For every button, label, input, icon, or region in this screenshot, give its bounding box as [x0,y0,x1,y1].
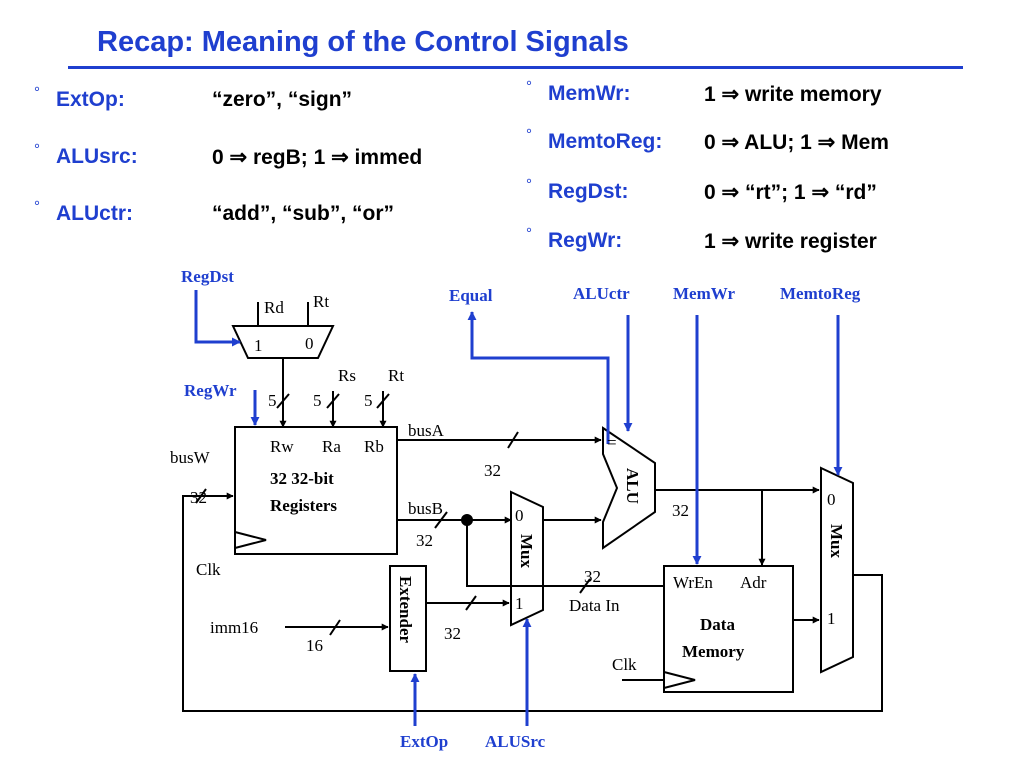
mem-adr: Adr [740,573,767,592]
busb-width: 32 [416,531,433,550]
wbmux-sel1: 1 [827,609,836,628]
bullet-name: RegDst: [548,180,629,203]
mem-clk: Clk [612,655,637,674]
mem-clk-triangle [663,671,696,689]
regdst-label: RegDst [181,267,234,286]
alu-label: ALU [623,468,642,504]
width-ra: 5 [313,391,322,410]
mem-wren: WrEn [673,573,713,592]
title-underline [68,66,963,69]
bullet-value: 1 ⇒ write memory [704,83,882,106]
regfile-line1: 32 32-bit [270,469,334,488]
equal-label: Equal [449,286,493,305]
memtoreg-label: MemtoReg [780,284,861,303]
mem-datain: Data In [569,596,620,615]
extender-box [389,565,427,672]
bullet-marker: ° [526,78,532,95]
alu-equal-sign: = [607,433,617,452]
bullet-name: ALUsrc: [56,145,138,168]
writeback-loop [182,492,883,712]
ext-out-width: 32 [444,624,461,643]
bullet-name: RegWr: [548,229,623,252]
regdst-mux [231,325,335,359]
busb-label: busB [408,499,443,518]
busw-label: busW [170,448,211,467]
regfile-line2: Registers [270,496,337,515]
alumux-sel1: 1 [515,594,524,613]
bullet-value: 1 ⇒ write register [704,230,877,253]
bullet-marker: ° [34,84,40,101]
bullet-marker: ° [34,141,40,158]
mem-line1: Data [700,615,735,634]
alusrc-mux [510,490,544,627]
bullet-name: ALUctr: [56,202,133,225]
rt-field-label: Rt [388,366,404,385]
regdst-mux-sel1: 1 [254,336,263,355]
equal-line [467,311,610,444]
wbmux-sel0: 0 [827,490,836,509]
busb-to-datain [466,520,664,587]
port-ra: Ra [322,437,341,456]
data-memory-box [663,565,794,693]
regwr-label: RegWr [184,381,237,400]
regdst-mux-sel0: 0 [305,334,314,353]
width-rw: 5 [268,391,277,410]
port-rb: Rb [364,437,384,456]
regfile-clk: Clk [196,560,221,579]
port-rw: Rw [270,437,294,456]
bullet-name: MemtoReg: [548,130,663,153]
busa-width: 32 [484,461,501,480]
wb-mux [820,466,854,674]
imm16-label: imm16 [210,618,258,637]
bullet-marker: ° [526,126,532,143]
alusrc-label: ALUSrc [485,732,546,751]
datain-width: 32 [584,567,601,586]
alumux-label: Mux [517,534,536,569]
busa-label: busA [408,421,445,440]
alu-out-width: 32 [672,501,689,520]
bullet-marker: ° [526,176,532,193]
extop-label: ExtOp [400,732,448,751]
page-title: Recap: Meaning of the Control Signals [97,26,629,58]
busw-width: 32 [190,488,207,507]
alu-shape [602,426,656,550]
bullet-value: “zero”, “sign” [212,88,353,111]
memwr-label: MemWr [673,284,735,303]
bullet-value: 0 ⇒ ALU; 1 ⇒ Mem [704,131,889,154]
rs-label: Rs [338,366,356,385]
alumux-sel0: 0 [515,506,524,525]
bullet-name: ExtOp: [56,88,125,111]
imm16-width: 16 [306,636,323,655]
regdst-ctrl [194,290,241,347]
aluctr-label: ALUctr [573,284,630,303]
bullet-marker: ° [34,198,40,215]
bullet-value: 0 ⇒ “rt”; 1 ⇒ “rd” [704,181,877,204]
register-file [234,426,398,555]
bullet-value: 0 ⇒ regB; 1 ⇒ immed [212,146,423,169]
rd-label: Rd [264,298,284,317]
mem-line2: Memory [682,642,745,661]
width-rb: 5 [364,391,373,410]
rt-label: Rt [313,292,329,311]
bullet-value: “add”, “sub”, “or” [212,202,395,225]
extender-label: Extender [396,576,415,644]
bullet-name: MemWr: [548,82,631,105]
regfile-clk-triangle [234,531,267,549]
bullet-marker: ° [526,225,532,242]
wbmux-label: Mux [827,524,846,559]
